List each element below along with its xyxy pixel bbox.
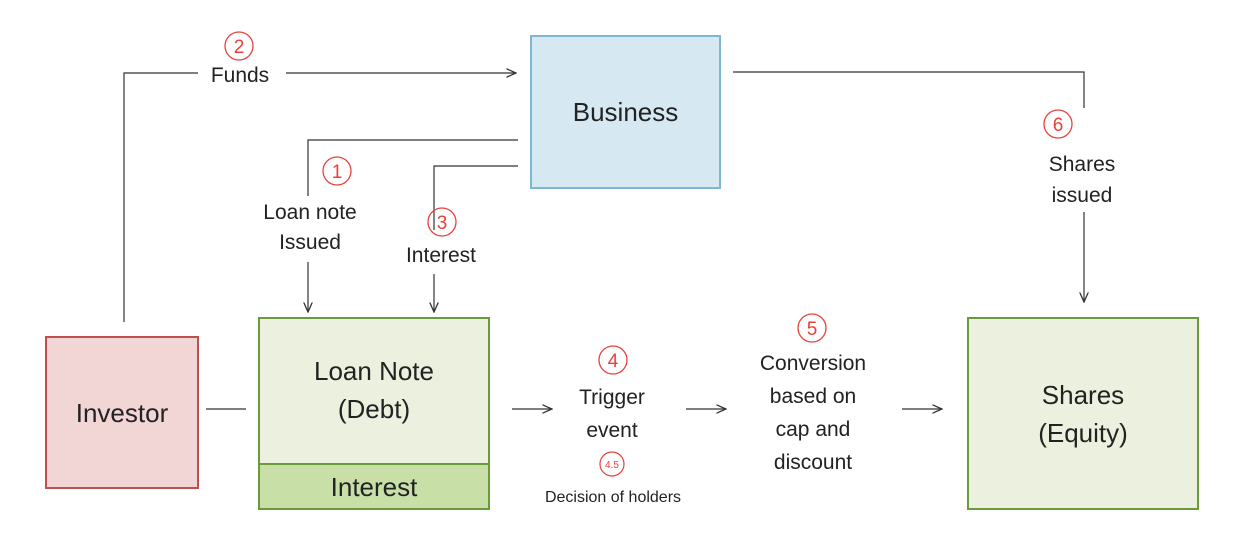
investor-label: Investor (76, 398, 169, 428)
step-4-5-number: 4.5 (605, 460, 619, 471)
shares-subtitle: (Equity) (1038, 418, 1128, 448)
step-5-badge: 5 (797, 313, 827, 343)
step-4-badge: 4 (598, 345, 628, 375)
interest-label: Interest (406, 244, 476, 267)
shares-issued-label-line2: issued (1052, 184, 1113, 207)
loan-issued-label-line1: Loan note (263, 201, 356, 224)
trigger-label-line1: Trigger (579, 386, 645, 409)
loan-note-subtitle: (Debt) (338, 394, 410, 424)
step-3-badge: 3 (427, 207, 457, 237)
loan-issued-line (307, 139, 518, 196)
shares-node: Shares (Equity) (967, 317, 1199, 510)
loan-note-interest-label: Interest (331, 472, 418, 502)
loan-note-node: Loan Note (Debt) Interest (258, 317, 490, 510)
step-3-number: 3 (437, 213, 448, 234)
conversion-label-line2: based on (770, 385, 856, 408)
loan-issued-label-line2: Issued (279, 231, 341, 254)
step-2-number: 2 (234, 37, 245, 58)
shares-title: Shares (1042, 380, 1124, 410)
shares-issued-label-line1: Shares (1049, 153, 1116, 176)
conversion-label-line1: Conversion (760, 352, 866, 375)
loan-note-title: Loan Note (314, 356, 434, 386)
investor-node: Investor (45, 336, 199, 489)
interest-line (433, 165, 518, 230)
funds-line (123, 72, 198, 322)
step-4-number: 4 (608, 351, 619, 372)
trigger-label-line2: event (586, 419, 638, 442)
conversion-label-line3: cap and (776, 418, 851, 441)
shares-issued-line (733, 71, 1085, 108)
step-6-badge: 6 (1043, 109, 1073, 139)
step-2-badge: 2 (224, 31, 254, 61)
step-1-number: 1 (332, 162, 343, 183)
decision-label: Decision of holders (545, 489, 681, 506)
business-node: Business (530, 35, 721, 189)
step-5-number: 5 (807, 319, 818, 340)
conversion-label-line4: discount (774, 451, 852, 474)
step-1-badge: 1 (322, 156, 352, 186)
step-6-number: 6 (1053, 115, 1064, 136)
business-label: Business (573, 97, 679, 127)
step-4-5-badge: 4.5 (599, 451, 625, 477)
funds-label: Funds (211, 64, 269, 87)
